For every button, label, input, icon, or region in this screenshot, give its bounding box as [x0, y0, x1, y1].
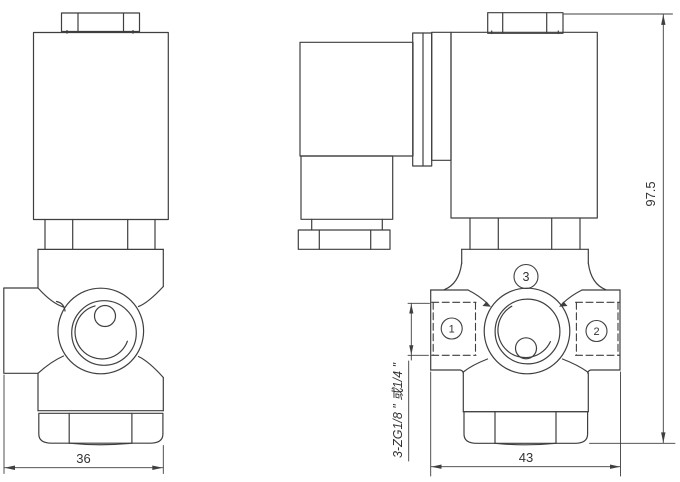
- side-top-nut: [487, 12, 564, 34]
- front-left-boss: [3, 287, 39, 374]
- drawing-root: 1 2 3 36 43: [3, 12, 676, 477]
- side-cable-gland-nut: [297, 229, 391, 250]
- dim975-text: 97.5: [643, 181, 658, 206]
- side-coil-body: [450, 31, 598, 219]
- side-gland-stubs: [311, 218, 383, 231]
- dim43-text: 43: [519, 450, 533, 465]
- port-3-balloon: [513, 263, 539, 290]
- side-right-port-hidden-lines: [574, 301, 621, 356]
- side-view: 1 2 3: [297, 12, 621, 446]
- front-bottom-nut-facets: [68, 412, 133, 444]
- side-fillet-left: [482, 301, 491, 307]
- port-1-label: 1: [449, 324, 455, 336]
- dim975-arrow-bottom: [661, 432, 666, 443]
- dim36-arrow-left: [4, 465, 15, 470]
- front-hub-thread-arc: [74, 305, 128, 360]
- side-curve-left-to-hub: [467, 289, 489, 305]
- dim975-extension-lines: [563, 13, 676, 444]
- side-hidden-threads: [431, 301, 621, 356]
- front-bottom-nut: [38, 412, 164, 444]
- side-spacer-block: [431, 31, 452, 161]
- port-dim-arrow-top: [409, 303, 414, 314]
- thread-note-text: 3-ZG1/8 " 或1/4 ": [391, 362, 405, 458]
- side-bottom-nut: [463, 411, 589, 444]
- side-top-nut-stubs: [491, 30, 559, 35]
- side-gasket-plate: [412, 32, 433, 167]
- front-top-nut: [60, 12, 141, 33]
- dim43-arrow-right: [610, 464, 621, 469]
- side-right-boss-bottom: [587, 369, 621, 374]
- dimension-overall-height: 97.5: [563, 13, 676, 444]
- dimension-port-thread: 3-ZG1/8 " 或1/4 ": [391, 302, 430, 462]
- side-left-boss-bottom: [430, 369, 464, 374]
- side-curve-lower-left: [462, 358, 489, 373]
- dimensions: 36 43 97.5: [3, 13, 676, 477]
- side-bottom-nut-facets: [494, 411, 557, 444]
- side-left-port-hidden-lines: [431, 301, 477, 356]
- port-2-label: 2: [593, 326, 599, 338]
- side-curve-lower-right: [561, 358, 589, 373]
- port-balloons: [440, 263, 608, 343]
- front-curve-upper-left: [37, 287, 65, 308]
- front-neck: [44, 218, 156, 250]
- port-2-balloon: [585, 319, 608, 343]
- front-pilot-hole: [93, 304, 117, 328]
- front-fillet-hook: [55, 300, 66, 312]
- front-curve-lower-right: [137, 355, 164, 379]
- front-curve-upper-right: [137, 285, 164, 308]
- dim36-arrow-right: [152, 465, 163, 470]
- front-coil-body: [32, 31, 169, 221]
- port-3-label: 3: [523, 270, 530, 284]
- front-hub-inner-circle: [71, 300, 137, 366]
- side-pilot-hole: [514, 337, 538, 360]
- dim975-arrow-top: [661, 14, 666, 25]
- port-1-balloon: [440, 317, 463, 340]
- dim36-text: 36: [76, 451, 90, 466]
- dim43-arrow-left: [431, 464, 442, 469]
- side-hub-thread-arc: [497, 305, 551, 359]
- dimension-side-width: 43: [430, 371, 621, 477]
- front-bottom-nut-bow: [68, 442, 133, 446]
- side-curve-upper-right-outer: [587, 262, 607, 291]
- front-hub-outer-circle: [57, 287, 145, 375]
- side-din-connector-lower: [300, 155, 394, 220]
- side-hub-inner-circle: [494, 298, 561, 365]
- port-dim-arrow-bottom: [409, 345, 414, 355]
- side-din-connector-body: [299, 41, 414, 157]
- dim43-extension-lines: [430, 371, 621, 477]
- side-bottom-nut-bow: [494, 442, 557, 446]
- side-curve-upper-left-outer: [443, 262, 463, 291]
- front-curve-lower-left: [37, 355, 65, 374]
- side-curve-right-to-hub: [561, 289, 583, 305]
- dim36-extension-lines: [3, 374, 164, 474]
- front-top-nut-facets: [77, 12, 125, 33]
- side-neck: [469, 217, 581, 250]
- side-hub-outer-circle: [483, 287, 571, 375]
- side-cable-gland-facets: [318, 229, 372, 250]
- side-top-nut-facets: [502, 12, 548, 34]
- dimension-front-width: 36: [3, 374, 164, 474]
- front-view: [3, 12, 169, 446]
